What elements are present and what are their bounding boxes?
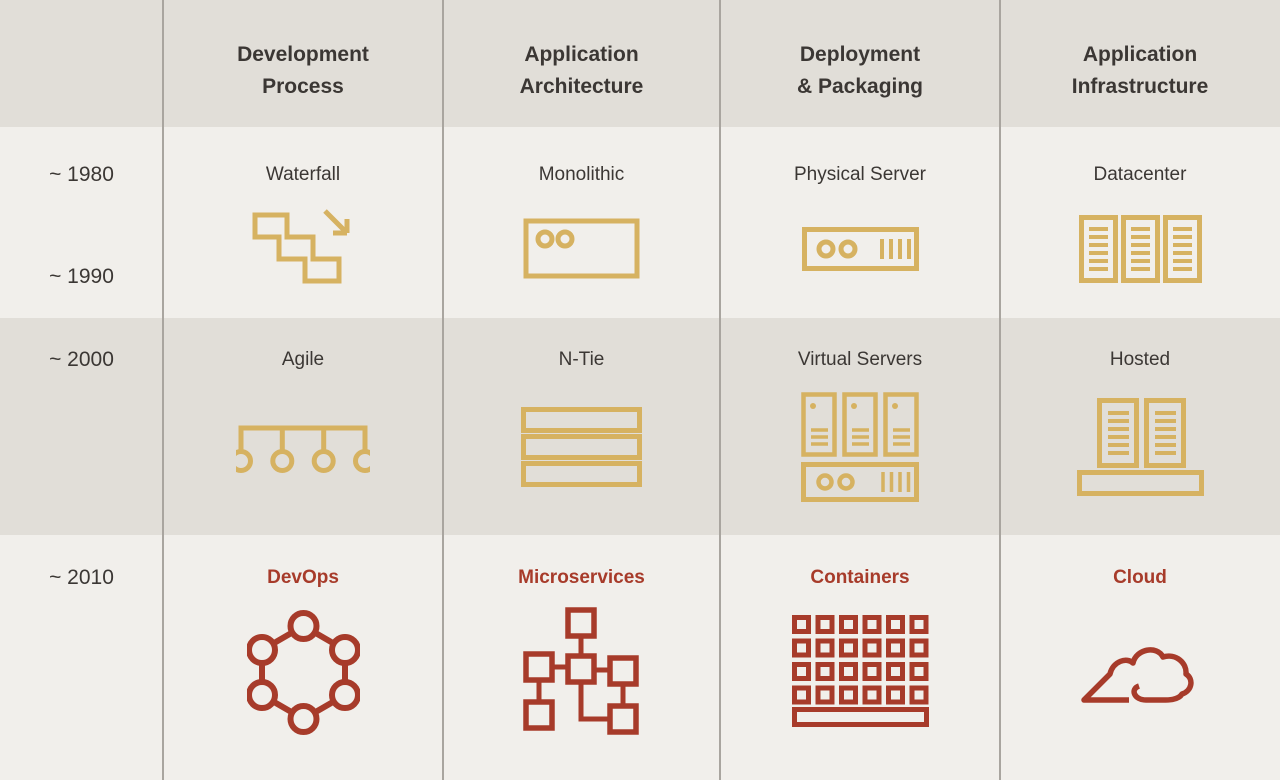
era-1980-band <box>0 127 1280 318</box>
cell-waterfall: Waterfall <box>163 127 443 318</box>
virtual-servers-icon <box>720 372 1000 535</box>
cell-cloud: Cloud <box>1000 535 1280 780</box>
column-divider <box>719 0 721 780</box>
cell-label: Physical Server <box>794 164 926 185</box>
column-divider <box>442 0 444 780</box>
cell-label: Containers <box>810 567 910 588</box>
cell-virtual-servers: Virtual Servers <box>720 318 1000 535</box>
era-cell-1980-1990: ~ 1980 ~ 1990 <box>0 127 163 318</box>
column-header-application-architecture: Application Architecture <box>443 0 720 127</box>
cloud-icon <box>1000 590 1280 780</box>
physical-server-icon <box>720 187 1000 318</box>
column-divider <box>162 0 164 780</box>
era-label-2010: ~ 2010 <box>49 566 114 589</box>
era-cell-2000: ~ 2000 <box>0 318 163 535</box>
cell-datacenter: Datacenter <box>1000 127 1280 318</box>
cell-hosted: Hosted <box>1000 318 1280 535</box>
column-header-label: Application Infrastructure <box>1071 43 1209 98</box>
waterfall-icon <box>163 187 443 318</box>
microservices-icon <box>443 590 720 780</box>
cell-label: DevOps <box>267 567 339 588</box>
cell-label: Agile <box>281 349 325 370</box>
header-corner-cell <box>0 0 163 127</box>
column-header-application-infrastructure: Application Infrastructure <box>1000 0 1280 127</box>
column-header-label: Development Process <box>237 43 369 98</box>
cell-devops: DevOps <box>163 535 443 780</box>
era-label-2000: ~ 2000 <box>49 348 114 371</box>
cell-label: Monolithic <box>538 164 625 185</box>
monolithic-icon <box>443 187 720 318</box>
cell-n-tier: N-Tie <box>443 318 720 535</box>
era-2010-band <box>0 535 1280 780</box>
n-tier-icon <box>443 372 720 535</box>
datacenter-icon <box>1000 187 1280 318</box>
column-divider <box>999 0 1001 780</box>
hosted-icon <box>1000 372 1280 535</box>
cell-containers: Containers <box>720 535 1000 780</box>
cell-label: Microservices <box>518 567 645 588</box>
containers-icon <box>720 590 1000 780</box>
column-header-label: Deployment & Packaging <box>796 43 924 98</box>
cell-label: Waterfall <box>265 164 341 185</box>
devops-icon <box>163 590 443 780</box>
cell-label: Datacenter <box>1093 164 1187 185</box>
era-cell-2010: ~ 2010 <box>0 535 163 780</box>
agile-icon <box>163 372 443 535</box>
header-band <box>0 0 1280 127</box>
column-header-deployment-packaging: Deployment & Packaging <box>720 0 1000 127</box>
cell-agile: Agile <box>163 318 443 535</box>
cell-physical-server: Physical Server <box>720 127 1000 318</box>
cell-monolithic: Monolithic <box>443 127 720 318</box>
cell-label: Virtual Servers <box>797 349 923 370</box>
cell-microservices: Microservices <box>443 535 720 780</box>
era-label-1990: ~ 1990 <box>49 265 114 288</box>
cell-label: N-Tie <box>558 349 605 370</box>
column-header-development-process: Development Process <box>163 0 443 127</box>
column-header-label: Application Architecture <box>519 43 644 98</box>
cell-label: Cloud <box>1113 567 1167 588</box>
cell-label: Hosted <box>1109 349 1171 370</box>
era-label-1980: ~ 1980 <box>49 163 114 186</box>
